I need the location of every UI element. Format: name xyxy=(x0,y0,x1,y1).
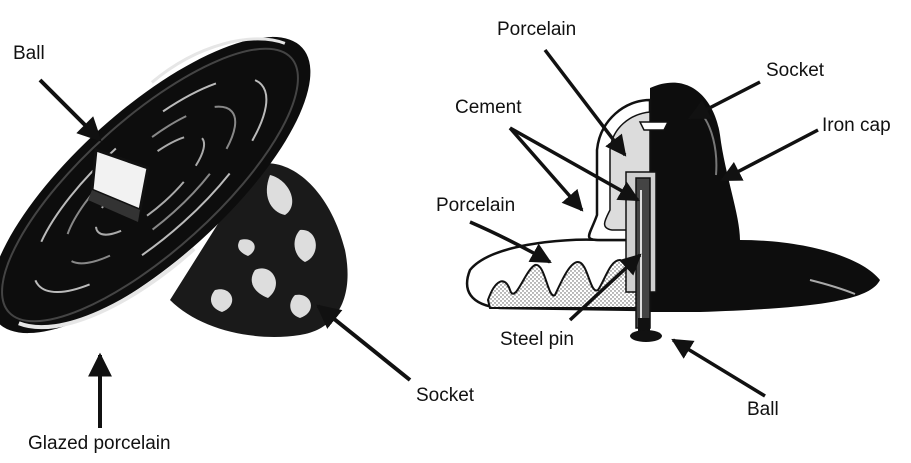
steel-pin xyxy=(636,178,650,328)
label-glazed-porcelain: Glazed porcelain xyxy=(28,434,171,453)
label-cement: Cement xyxy=(455,98,522,117)
label-ball-right: Ball xyxy=(747,400,779,419)
label-porcelain-left: Porcelain xyxy=(436,196,515,215)
right-cross-section xyxy=(467,83,880,342)
arrow-ball-right xyxy=(673,340,765,396)
label-ball-left: Ball xyxy=(13,44,45,63)
arrow-ball-left xyxy=(40,80,100,140)
left-insulator-photo xyxy=(0,0,354,379)
label-iron-cap: Iron cap xyxy=(822,116,891,135)
label-porcelain-top: Porcelain xyxy=(497,20,576,39)
ball-bottom xyxy=(630,318,662,342)
arrow-cement-b xyxy=(510,128,582,210)
socket-top xyxy=(640,122,668,130)
label-steel-pin: Steel pin xyxy=(500,330,574,349)
arrow-socket-left xyxy=(318,306,410,380)
arrow-porcelain-top xyxy=(545,50,625,155)
label-socket-right: Socket xyxy=(766,61,824,80)
arrow-iron-cap xyxy=(722,130,818,180)
label-socket-left: Socket xyxy=(416,386,474,405)
